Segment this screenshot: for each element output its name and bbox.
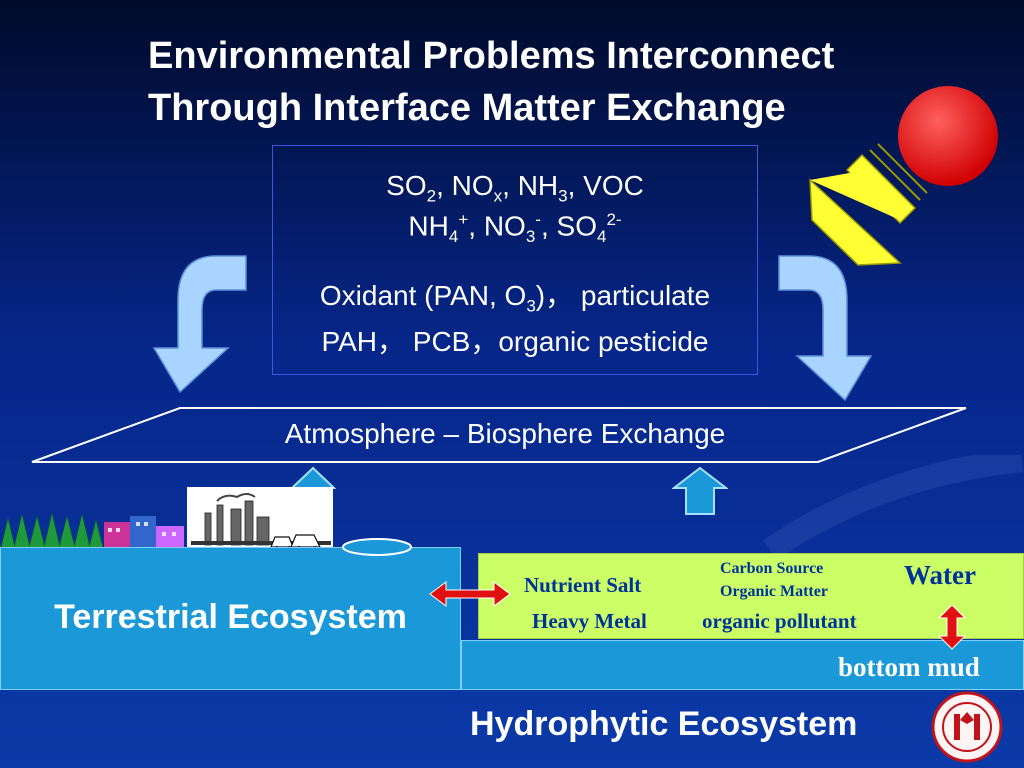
industry-icon <box>187 487 333 555</box>
pollutant-line-1: SO2, NOx, NH3, VOC <box>386 170 644 206</box>
sun-pointer-icon <box>809 86 998 266</box>
horizontal-double-arrow-icon <box>429 581 511 607</box>
right-curved-down-arrow-icon <box>778 255 873 402</box>
organic-pollutant-label: organic pollutant <box>702 609 857 633</box>
slide-title: Environmental Problems Interconnect Thro… <box>148 30 834 134</box>
pollutant-line-3: Oxidant (PAN, O3)， particulate <box>319 280 711 316</box>
pollutant-line-4: PAH， PCB，organic pesticide <box>321 326 709 357</box>
exchange-label: Atmosphere – Biosphere Exchange <box>284 418 726 449</box>
left-curved-down-arrow-icon <box>152 255 247 394</box>
vertical-double-arrow-icon <box>937 604 967 650</box>
bottom-mud-block <box>461 640 1024 690</box>
hydrophytic-label: Hydrophytic Ecosystem <box>470 705 858 743</box>
heavy-metal-label: Heavy Metal <box>532 609 647 633</box>
carbon-source-label: Carbon Source <box>720 560 824 577</box>
organic-matter-label: Organic Matter <box>720 583 828 600</box>
nutrient-salt-label: Nutrient Salt <box>524 573 642 597</box>
title-line-1: Environmental Problems Interconnect <box>148 35 835 77</box>
pond-icon <box>342 538 412 556</box>
university-seal-logo <box>931 691 1003 763</box>
swoosh-decoration <box>763 455 1024 555</box>
pollutant-line-2: NH4+, NO3-, SO42- <box>408 210 622 246</box>
terrestrial-block <box>0 547 461 690</box>
pollutant-box: SO2, NOx, NH3, VOC NH4+, NO3-, SO42- Oxi… <box>272 145 758 375</box>
water-up-arrow-icon <box>672 466 728 515</box>
bottom-mud-label: bottom mud <box>838 652 980 682</box>
forest-icon <box>0 512 105 553</box>
terrestrial-label: Terrestrial Ecosystem <box>54 598 407 636</box>
title-line-2: Through Interface Matter Exchange <box>148 87 786 129</box>
water-label: Water <box>904 560 976 590</box>
